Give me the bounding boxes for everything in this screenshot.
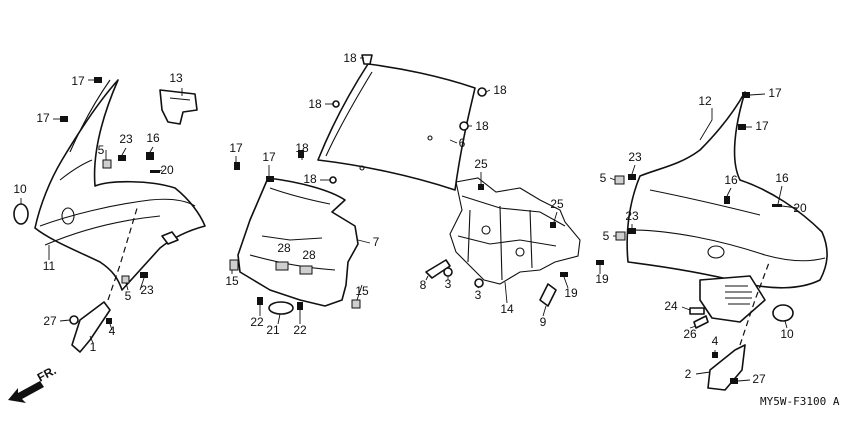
upper-cowl-right [626, 91, 828, 323]
callout-c18d: 18 [475, 119, 489, 133]
stay-14 [449, 177, 581, 285]
fasteners-inner [229, 162, 361, 315]
duct-13 [159, 89, 198, 125]
inner-panel-7 [237, 177, 359, 307]
callout-c18b: 18 [493, 83, 507, 97]
callout-c18e: 18 [295, 141, 309, 155]
callout-c25b: 25 [550, 197, 564, 211]
windscreen-6 [317, 63, 476, 191]
callout-c9: 9 [540, 315, 547, 329]
front-arrow-icon [8, 381, 44, 403]
grommet-10-left [13, 203, 29, 225]
bracket-1 [71, 301, 111, 353]
callout-c23d: 23 [625, 209, 639, 223]
callout-c3a: 3 [445, 277, 452, 291]
callout-c13: 13 [169, 71, 183, 85]
callout-c4b: 4 [712, 334, 719, 348]
callout-c22a: 22 [250, 315, 264, 329]
callout-c17b: 17 [36, 111, 50, 125]
callout-c28b: 28 [302, 248, 316, 262]
callout-c5a: 5 [98, 143, 105, 157]
callout-c4a: 4 [109, 324, 116, 338]
callout-c3b: 3 [475, 288, 482, 302]
callout-c17f: 17 [755, 119, 769, 133]
callout-c6: 6 [459, 136, 466, 150]
callout-c5d: 5 [603, 229, 610, 243]
grommet-10-right [772, 304, 794, 322]
callout-c12: 12 [698, 94, 712, 108]
callout-c20a: 20 [160, 163, 174, 177]
callout-c10b: 10 [780, 327, 794, 341]
callout-c17c: 17 [229, 141, 243, 155]
callout-c27b: 27 [752, 372, 766, 386]
callout-c11: 11 [43, 259, 56, 273]
callout-c23b: 23 [140, 283, 154, 297]
callout-c19b: 19 [595, 272, 609, 286]
callout-c8: 8 [420, 278, 427, 292]
fasteners-stay [425, 184, 604, 307]
callout-c2: 2 [685, 367, 692, 381]
front-label: FR. [35, 363, 59, 384]
callout-c27a: 27 [43, 314, 57, 328]
callout-c16a: 16 [146, 131, 160, 145]
callout-c26: 26 [683, 327, 697, 341]
callout-c28a: 28 [277, 241, 291, 255]
callout-c25a: 25 [474, 157, 488, 171]
fasteners-screen [298, 54, 487, 184]
callout-c24: 24 [664, 299, 678, 313]
callout-c15a: 15 [225, 274, 239, 288]
callout-c1: 1 [90, 340, 97, 354]
callout-c18a: 18 [343, 51, 357, 65]
callout-c17e: 17 [768, 86, 782, 100]
bracket-2 [707, 344, 746, 391]
diagram-code: MY5W-F3100 A [760, 395, 840, 408]
callout-c16b: 16 [724, 173, 738, 187]
callout-c23a: 23 [119, 132, 133, 146]
callout-c5b: 5 [125, 289, 132, 303]
callout-c17d: 17 [262, 150, 276, 164]
callout-c18c: 18 [308, 97, 322, 111]
callout-c16c: 16 [775, 171, 789, 185]
callout-c5c: 5 [600, 171, 607, 185]
callout-c21: 21 [266, 323, 280, 337]
callout-c14: 14 [500, 302, 514, 316]
front-direction-indicator: FR. [8, 363, 58, 403]
fasteners-left [60, 77, 179, 325]
callout-c19a: 19 [564, 286, 578, 300]
callout-c10a: 10 [13, 182, 27, 196]
leader-lines [20, 57, 798, 382]
callout-c15b: 15 [355, 284, 369, 298]
callout-c7: 7 [373, 235, 380, 249]
callout-c18f: 18 [303, 172, 317, 186]
callout-c23c: 23 [628, 150, 642, 164]
callout-c17a: 17 [71, 74, 85, 88]
callout-c20b: 20 [793, 201, 807, 215]
callout-c22b: 22 [293, 323, 307, 337]
